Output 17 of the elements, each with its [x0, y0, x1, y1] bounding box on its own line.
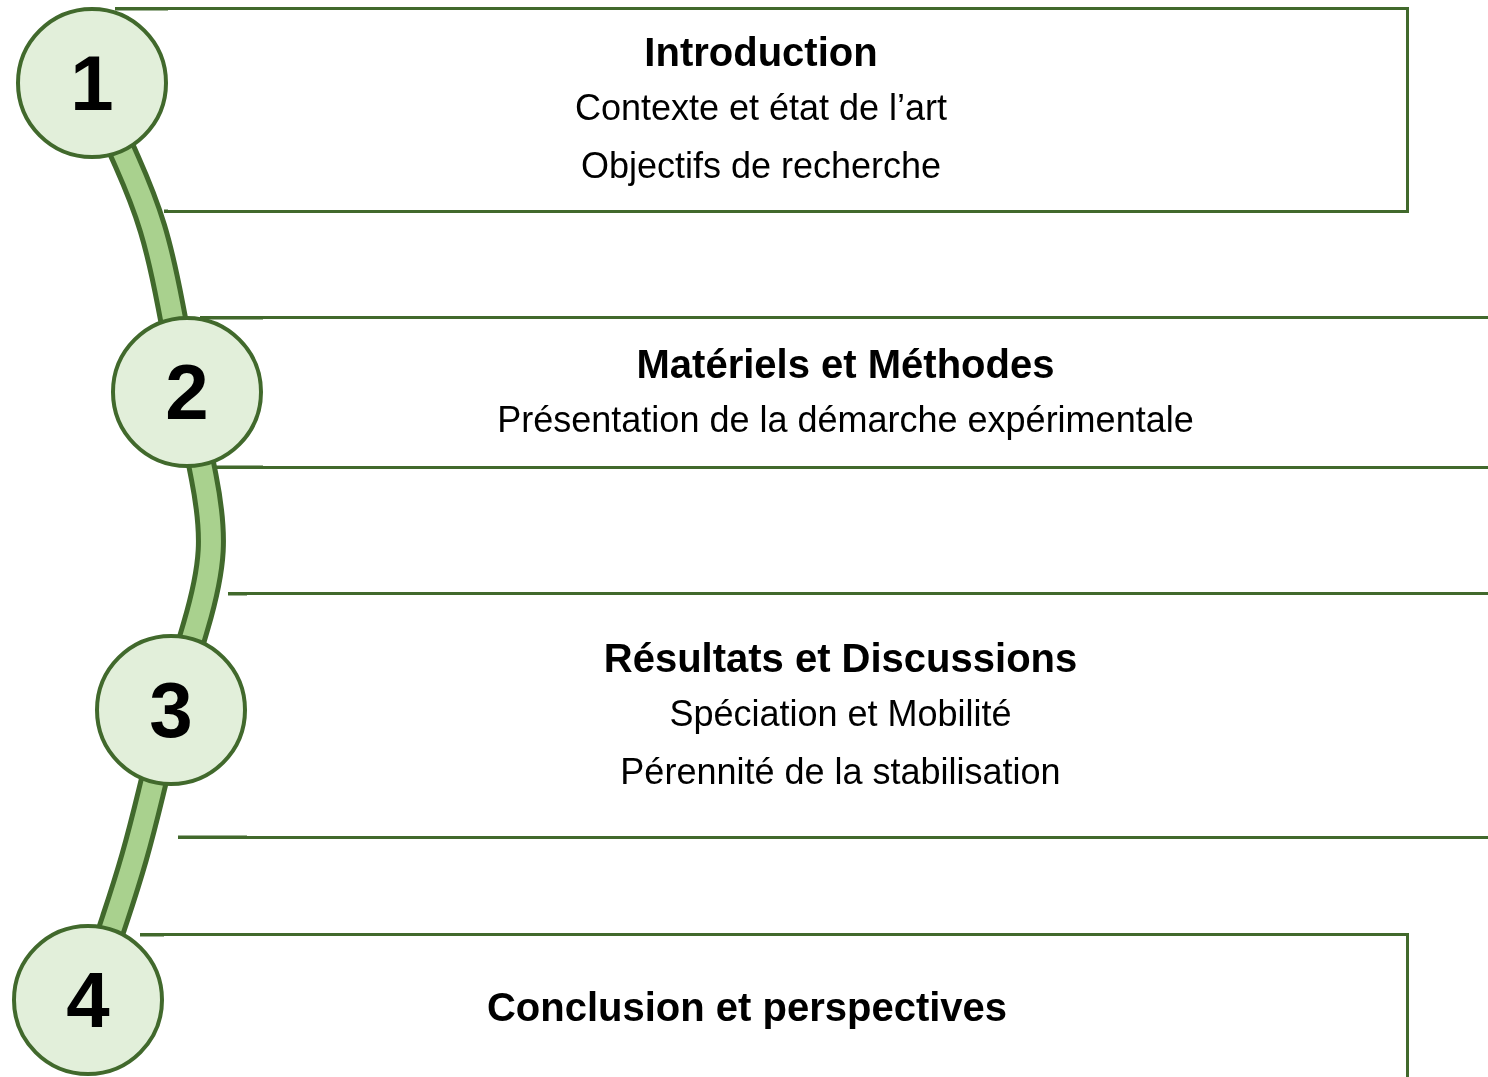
- section-item: Objectifs de recherche: [580, 144, 942, 188]
- step-number: 2: [165, 353, 209, 431]
- section-item: Spéciation et Mobilité: [669, 691, 1012, 736]
- section-heading: Introduction: [644, 29, 878, 77]
- section-item: Contexte et état de l’art: [574, 86, 948, 131]
- section-heading: Résultats et Discussions: [603, 634, 1078, 682]
- step-number: 4: [66, 961, 110, 1039]
- section-item: Présentation de la démarche expérimentale: [497, 397, 1194, 442]
- section-box: [168, 7, 1409, 213]
- section-item: Pérennité de la stabilisation: [620, 749, 1061, 794]
- section-heading: Conclusion et perspectives: [486, 983, 1008, 1031]
- section-box: [247, 592, 1488, 839]
- section-heading: Matériels et Méthodes: [636, 340, 1055, 388]
- section-box: [263, 316, 1488, 469]
- section-box: [164, 933, 1409, 1077]
- step-number: 3: [149, 671, 193, 749]
- step-number: 1: [70, 44, 114, 122]
